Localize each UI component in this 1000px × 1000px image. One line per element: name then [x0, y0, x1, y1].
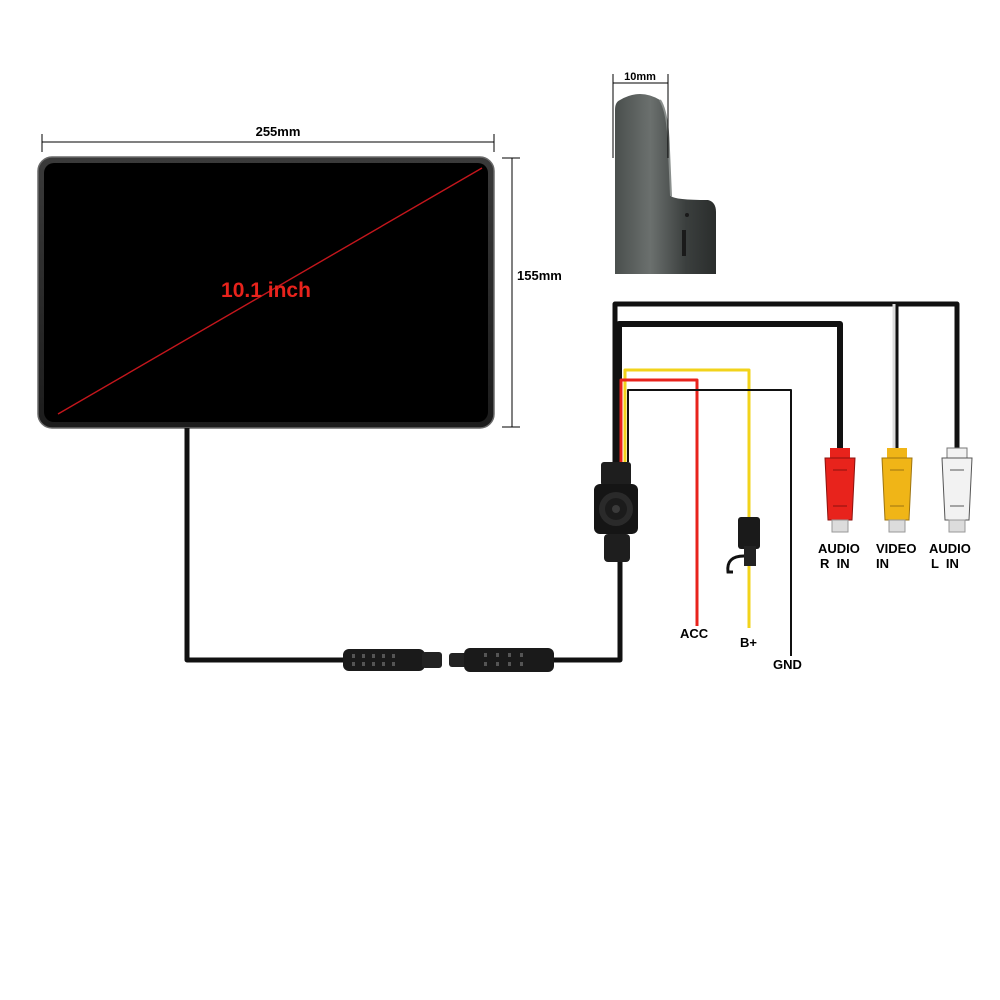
bplus-label: B+: [740, 635, 757, 650]
audio-l-label-line1: AUDIO: [929, 541, 971, 556]
height-label: 155mm: [517, 268, 562, 283]
gnd-label: GND: [773, 657, 802, 672]
audio-l-label-line2: L IN: [931, 556, 959, 571]
bplus-wire: [623, 368, 751, 520]
acc-label: ACC: [680, 626, 709, 641]
rca-audio-l-plug: [941, 447, 973, 533]
audio-r-label-line2: R IN: [820, 556, 850, 571]
width-dimension: 255mm: [41, 124, 495, 152]
audio-r-label-line1: AUDIO: [818, 541, 860, 556]
fuse-holder: [726, 517, 760, 574]
video-label-line1: VIDEO: [876, 541, 916, 556]
acc-wire: [619, 378, 699, 626]
monitor-side-profile: 10mm: [612, 71, 744, 276]
screen-diagonal: [57, 167, 483, 415]
junction-connector: [594, 462, 638, 562]
inline-connector-female: [449, 648, 554, 672]
rca-video-plug: [881, 448, 913, 533]
height-dimension: 155mm: [502, 157, 562, 428]
depth-label: 10mm: [624, 71, 656, 83]
video-label-line2: IN: [876, 556, 889, 571]
monitor-cable: [184, 428, 623, 663]
screen-size-label: 10.1 inch: [221, 279, 311, 302]
harness-wires: [612, 301, 960, 656]
gnd-wire: [627, 389, 792, 656]
inline-connector-male: [343, 649, 442, 671]
rca-audio-r-plug: [824, 448, 856, 533]
monitor: 10.1 inch: [37, 156, 495, 429]
width-label: 255mm: [256, 124, 301, 139]
